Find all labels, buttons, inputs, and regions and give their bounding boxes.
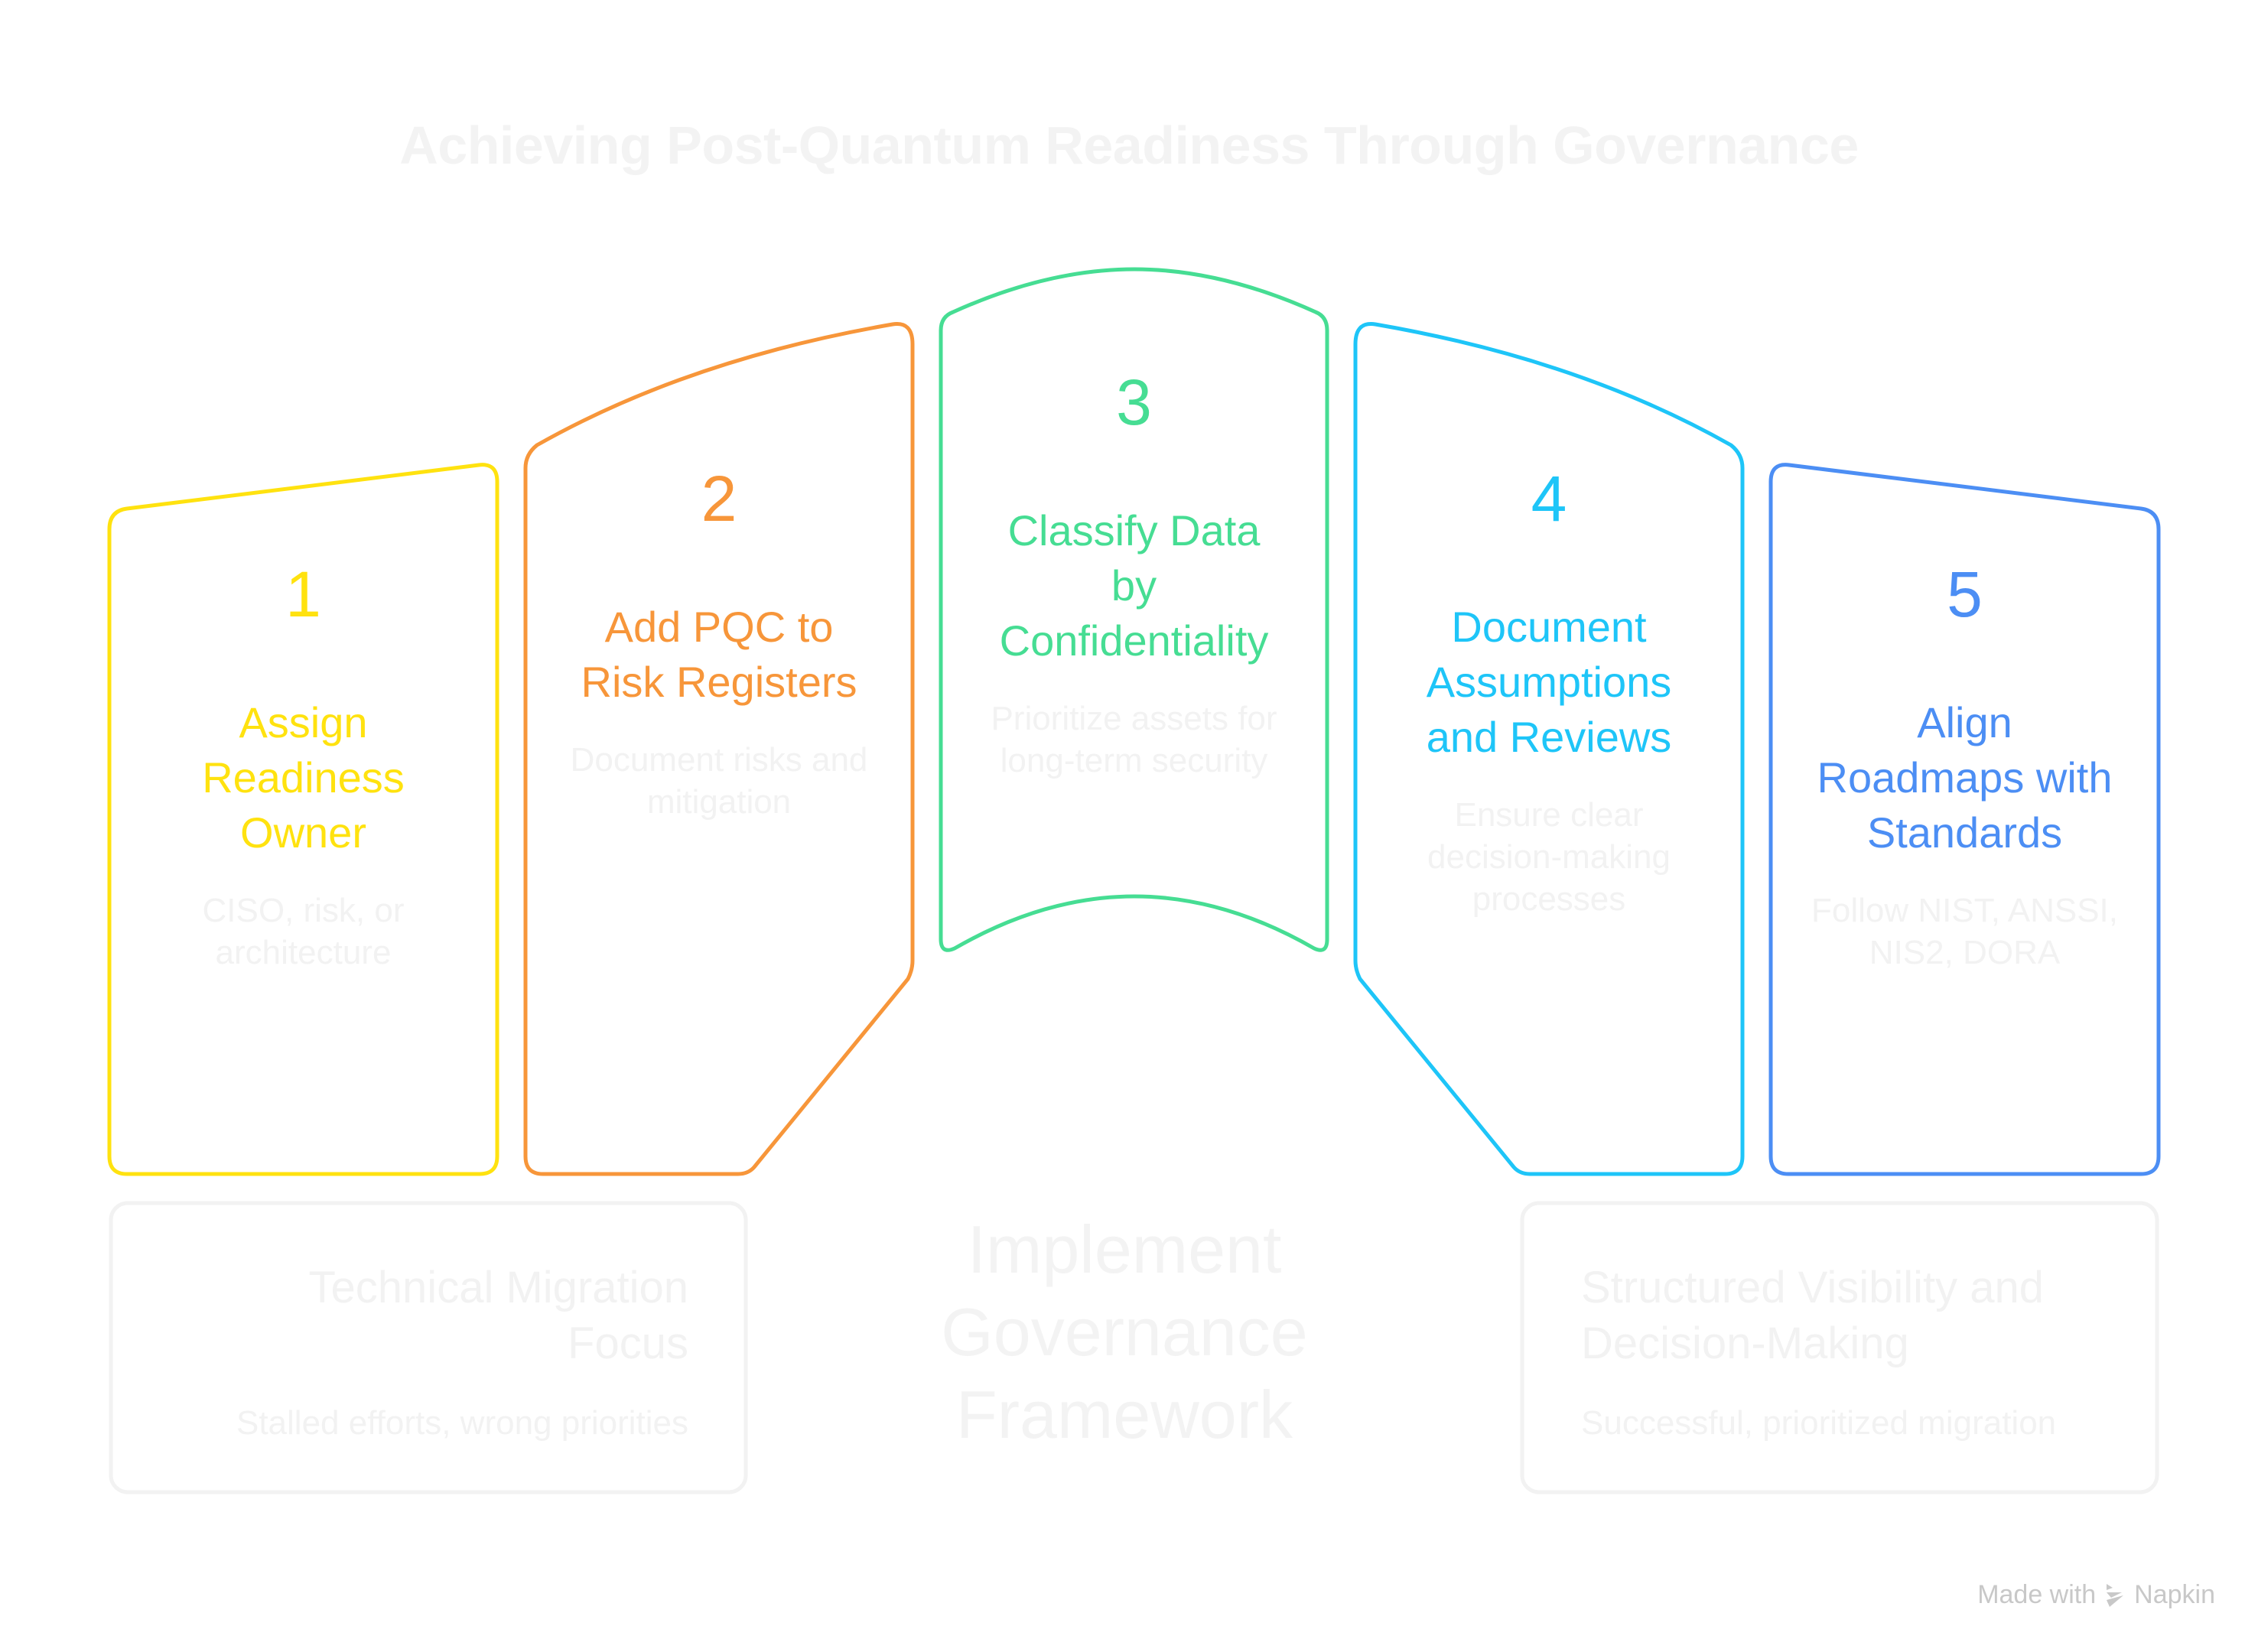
step-5-card: 5 Align Roadmaps with Standards Follow N… [1771,562,2159,974]
outcome-left-title: Technical Migration Focus [308,1263,688,1368]
step-3-card: 3 Classify Data by Confidentiality Prior… [941,370,1327,782]
outcome-right: Structured Visibility and Decision-Makin… [1581,1260,2132,1444]
step-1-card: 1 Assign Readiness Owner CISO, risk, or … [109,562,497,974]
step-2-title: Add PQC to Risk Registers [581,603,857,706]
outcome-box-left [109,1201,748,1494]
outcome-right-description: Successful, prioritized migration [1581,1404,2057,1442]
step-2-shape [523,322,915,1176]
step-4-number: 4 [1531,463,1567,535]
step-5-title: Align Roadmaps with Standards [1817,698,2113,857]
step-1-description: CISO, risk, or architecture [202,892,405,971]
diagram-title: Achieving Post-Quantum Readiness Through… [399,115,1859,175]
watermark-prefix: Made with [1977,1580,2097,1609]
outcome-left: Technical Migration Focus Stalled effort… [138,1260,688,1444]
step-3-shape [939,267,1329,952]
step-5-number: 5 [1947,558,1983,630]
outcome-box-right [1520,1201,2159,1494]
center-label: Implement Governance Framework [941,1211,1308,1452]
step-2-card: 2 Add PQC to Risk Registers Document ris… [525,467,913,823]
step-1-title: Assign Readiness Owner [202,698,405,857]
step-4-description: Ensure clear decision-making processes [1427,796,1671,918]
step-2-number: 2 [701,463,737,535]
napkin-logo-icon [2107,1583,2124,1607]
step-5-shape [1768,463,2161,1176]
step-1-number: 1 [285,558,321,630]
step-1-shape [107,463,499,1176]
step-2-description: Document risks and mitigation [570,741,868,821]
step-3-title: Classify Data by Confidentiality [999,506,1269,665]
outcome-right-title: Structured Visibility and Decision-Makin… [1581,1263,2045,1368]
step-5-description: Follow NIST, ANSSI, NIS2, DORA [1811,892,2118,971]
step-4-title: Document Assumptions and Reviews [1426,603,1672,761]
step-3-number: 3 [1116,366,1152,438]
watermark[interactable]: Made with Napkin [1977,1580,2215,1610]
watermark-brand: Napkin [2134,1580,2215,1609]
step-3-description: Prioritize assets for long-term security [991,700,1277,779]
outcome-left-description: Stalled efforts, wrong priorities [236,1404,688,1442]
step-4-card: 4 Document Assumptions and Reviews Ensur… [1355,467,1742,920]
step-4-shape [1353,322,1745,1176]
